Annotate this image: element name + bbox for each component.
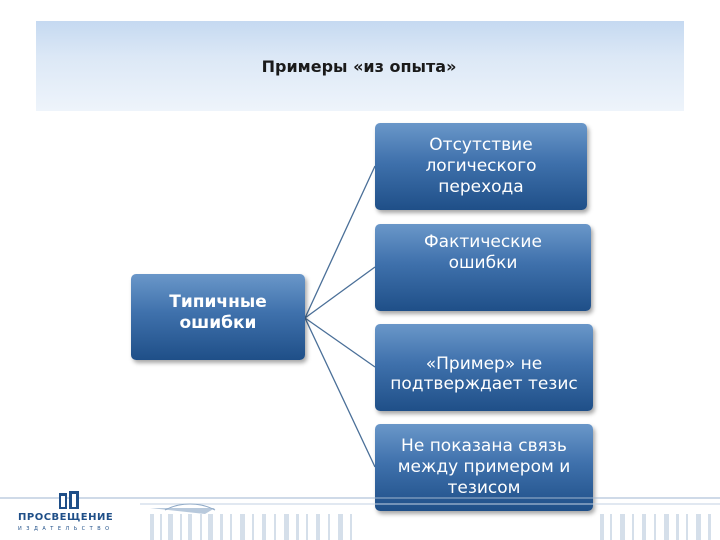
footer-decoration bbox=[0, 497, 720, 540]
publisher-logo-icon bbox=[59, 491, 79, 509]
page-title: Примеры «из опыта» bbox=[261, 56, 457, 76]
publisher-logo-subtitle: ИЗДАТЕЛЬСТВО bbox=[18, 526, 114, 532]
publisher-logo-text: ПРОСВЕЩЕНИЕ bbox=[18, 512, 114, 523]
connector-line-1 bbox=[304, 165, 376, 319]
connector-line-2 bbox=[304, 266, 376, 319]
header-band: Примеры «из опыта» bbox=[36, 21, 684, 111]
node-example-not-confirming-thesis: «Пример» не подтверждает тезис bbox=[375, 324, 593, 411]
node-no-link-example-thesis: Не показана связь между примером и тезис… bbox=[375, 424, 593, 511]
connector-line-3 bbox=[304, 317, 376, 368]
node-factual-errors: Фактические ошибки bbox=[375, 224, 591, 311]
node-no-logical-transition: Отсутствие логического перехода bbox=[375, 123, 587, 210]
connector-line-4 bbox=[304, 317, 376, 468]
node-root-typical-errors: Типичные ошибки bbox=[131, 274, 305, 360]
